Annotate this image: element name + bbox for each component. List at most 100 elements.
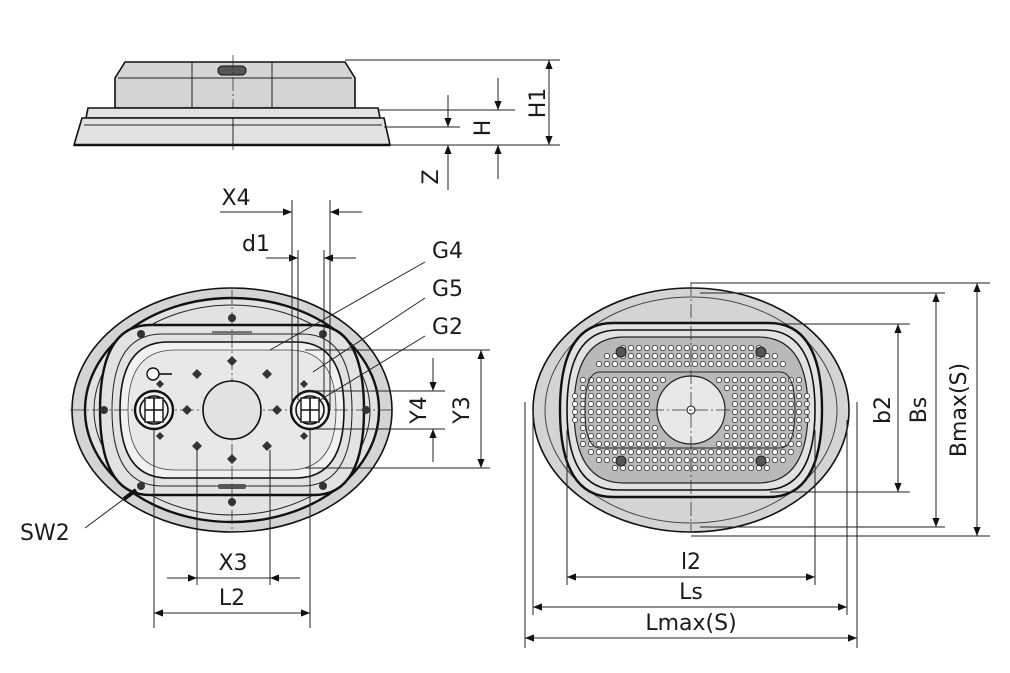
suction-hole	[788, 417, 794, 423]
suction-hole	[596, 393, 602, 399]
suction-hole	[692, 361, 698, 367]
suction-hole	[756, 433, 762, 439]
suction-hole	[732, 353, 738, 359]
suction-hole	[740, 345, 746, 351]
suction-hole	[748, 385, 754, 391]
suction-hole	[796, 377, 802, 383]
suction-hole	[620, 449, 626, 455]
suction-hole	[804, 393, 810, 399]
suction-hole	[756, 377, 762, 383]
suction-hole	[780, 393, 786, 399]
suction-hole	[764, 441, 770, 447]
suction-hole	[676, 465, 682, 471]
suction-hole	[780, 457, 786, 463]
suction-hole	[756, 409, 762, 415]
suction-hole	[732, 385, 738, 391]
label-Y4: Y4	[407, 396, 432, 424]
label-Bs: Bs	[907, 397, 932, 424]
suction-hole	[652, 425, 658, 431]
suction-hole	[644, 425, 650, 431]
top-view: X4 d1 G4 G5 G2 Y4 Y3 SW2 X3 L2	[20, 186, 490, 628]
suction-hole	[772, 385, 778, 391]
suction-hole	[732, 449, 738, 455]
suction-hole	[644, 361, 650, 367]
suction-hole	[676, 345, 682, 351]
suction-hole	[596, 449, 602, 455]
suction-hole	[764, 409, 770, 415]
suction-hole	[604, 377, 610, 383]
suction-hole	[724, 361, 730, 367]
label-b2: b2	[871, 396, 896, 424]
suction-hole	[596, 361, 602, 367]
suction-hole	[580, 377, 586, 383]
suction-hole	[748, 361, 754, 367]
leader-G5	[312, 297, 426, 373]
suction-hole	[764, 433, 770, 439]
suction-hole	[780, 401, 786, 407]
suction-hole	[636, 409, 642, 415]
suction-hole	[604, 457, 610, 463]
suction-hole	[580, 433, 586, 439]
diamond-grid	[156, 356, 308, 464]
suction-hole	[716, 377, 722, 383]
suction-hole	[628, 385, 634, 391]
suction-hole	[708, 457, 714, 463]
suction-hole	[628, 441, 634, 447]
suction-hole	[636, 353, 642, 359]
suction-hole	[676, 353, 682, 359]
suction-hole	[708, 353, 714, 359]
suction-hole	[716, 449, 722, 455]
suction-hole	[780, 441, 786, 447]
suction-hole	[772, 417, 778, 423]
suction-hole	[708, 345, 714, 351]
suction-hole	[764, 385, 770, 391]
suction-hole	[708, 449, 714, 455]
suction-hole	[644, 385, 650, 391]
suction-hole	[572, 401, 578, 407]
suction-hole	[596, 385, 602, 391]
suction-hole	[596, 441, 602, 447]
suction-hole	[620, 385, 626, 391]
suction-hole	[772, 457, 778, 463]
suction-hole	[748, 441, 754, 447]
suction-hole	[596, 457, 602, 463]
suction-hole	[780, 425, 786, 431]
label-G2: G2	[432, 315, 463, 340]
suction-hole	[748, 465, 754, 471]
suction-hole	[716, 441, 722, 447]
suction-hole	[756, 393, 762, 399]
suction-hole	[588, 393, 594, 399]
suction-hole	[612, 385, 618, 391]
suction-hole	[756, 441, 762, 447]
suction-hole	[772, 393, 778, 399]
suction-hole	[596, 377, 602, 383]
suction-hole	[796, 441, 802, 447]
suction-hole	[740, 353, 746, 359]
suction-hole	[780, 377, 786, 383]
suction-hole	[772, 401, 778, 407]
suction-hole	[740, 409, 746, 415]
suction-hole	[604, 385, 610, 391]
suction-hole	[604, 401, 610, 407]
suction-hole	[652, 433, 658, 439]
bottom-slot	[218, 484, 246, 489]
suction-hole	[660, 441, 666, 447]
suction-hole	[748, 409, 754, 415]
suction-hole	[764, 401, 770, 407]
suction-hole	[644, 441, 650, 447]
suction-hole	[772, 425, 778, 431]
suction-hole	[804, 409, 810, 415]
suction-hole	[740, 449, 746, 455]
suction-hole	[676, 361, 682, 367]
suction-hole	[764, 417, 770, 423]
suction-hole	[580, 441, 586, 447]
suction-hole	[668, 457, 674, 463]
suction-hole	[588, 433, 594, 439]
suction-hole	[724, 441, 730, 447]
suction-hole	[644, 449, 650, 455]
suction-hole	[772, 361, 778, 367]
suction-hole	[588, 401, 594, 407]
suction-hole	[748, 457, 754, 463]
suction-hole	[644, 465, 650, 471]
